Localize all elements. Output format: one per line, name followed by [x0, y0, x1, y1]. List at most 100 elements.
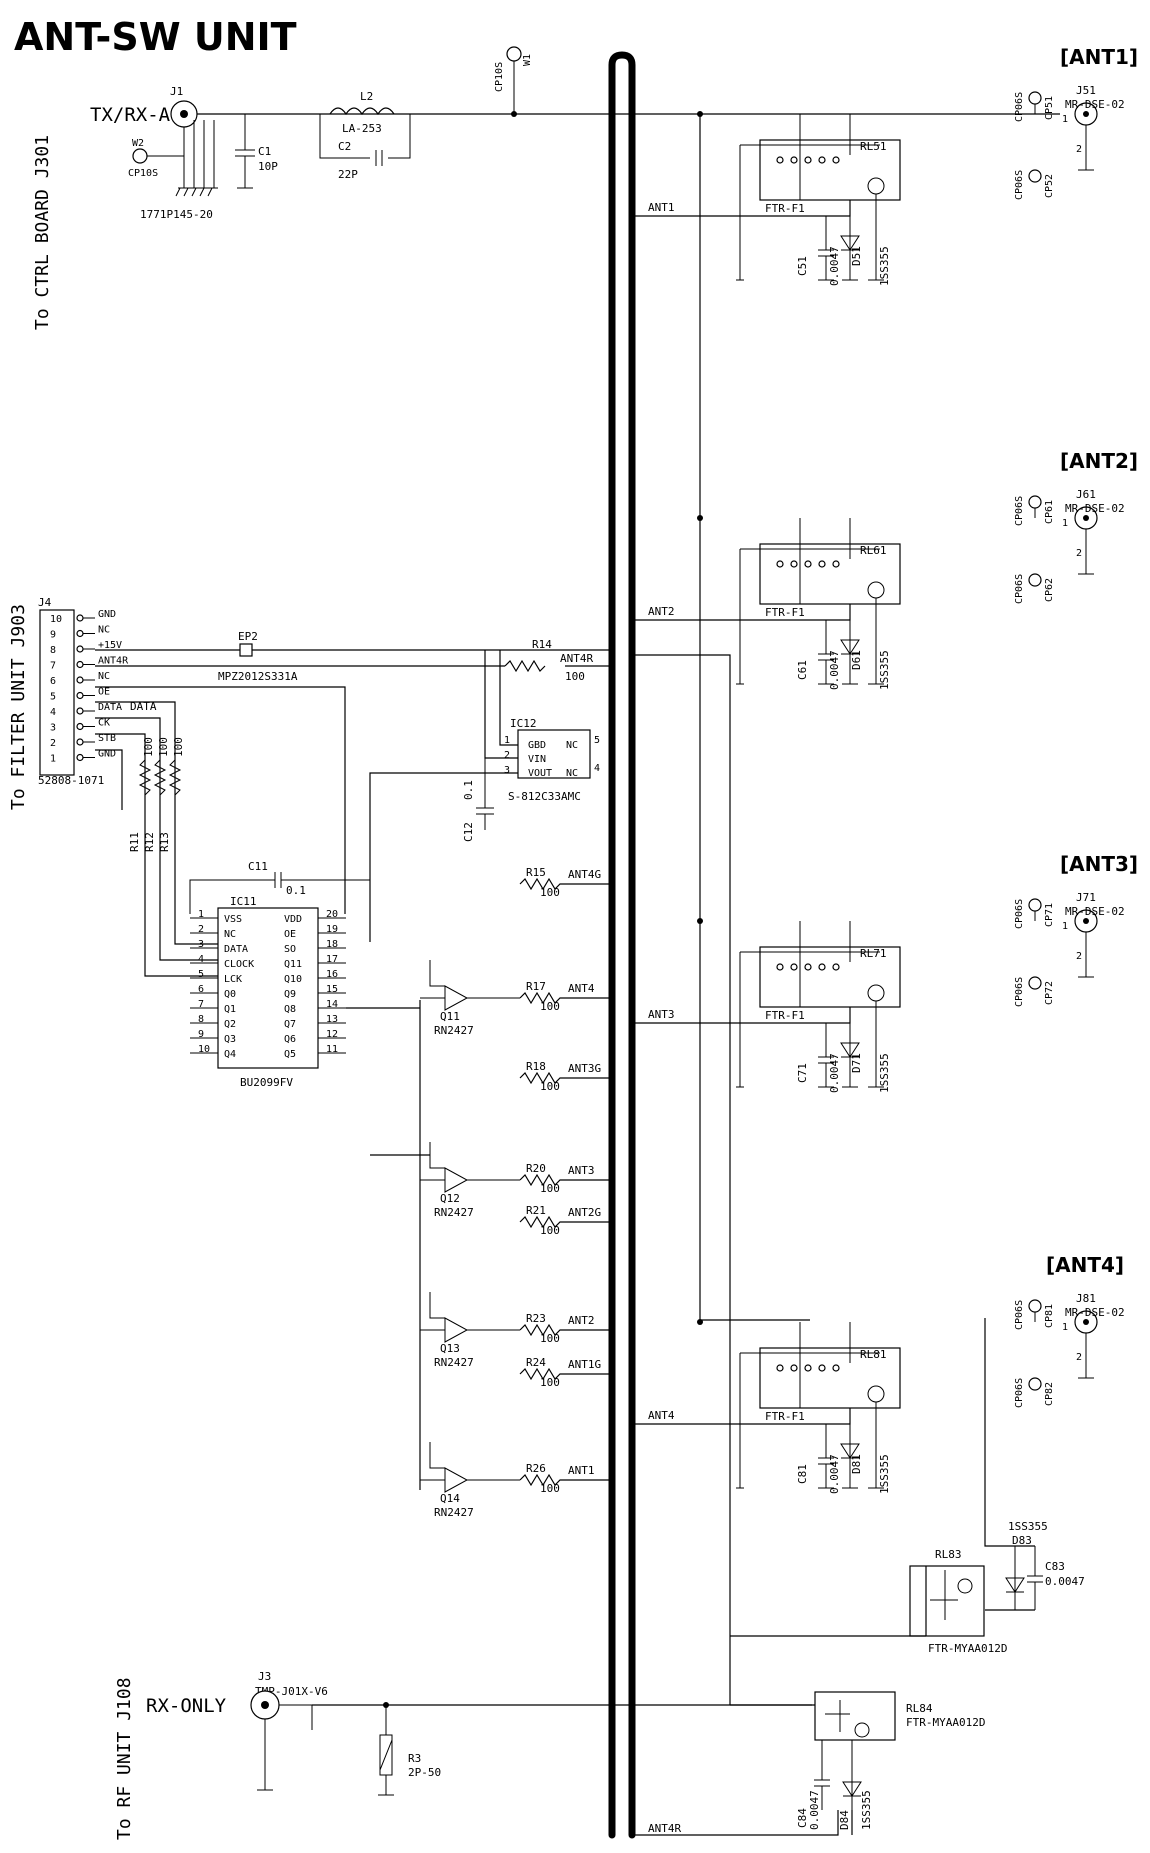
relay-ref: RL61 [860, 544, 887, 557]
svg-text:3: 3 [504, 765, 510, 776]
svg-text:15: 15 [326, 984, 338, 995]
ant4r-drop [632, 654, 731, 1636]
svg-text:7: 7 [50, 661, 56, 672]
svg-text:1: 1 [50, 754, 56, 765]
svg-text:11: 11 [326, 1044, 338, 1055]
svg-text:Q4: Q4 [224, 1049, 236, 1060]
antenna-header: [ANT2] [1060, 449, 1138, 473]
test-point-w2: W2 CP10S [128, 138, 184, 179]
svg-text:Q8: Q8 [284, 1004, 296, 1015]
svg-text:BU2099FV: BU2099FV [240, 1076, 293, 1089]
connector-j3: J3 TMP-J01X-V6 [250, 1670, 328, 1791]
svg-text:OE: OE [98, 687, 110, 698]
rl84-wiring [632, 1636, 853, 1836]
svg-text:ANT3: ANT3 [568, 1164, 595, 1177]
relay-ref: RL81 [860, 1348, 887, 1361]
jack-ref: J61 [1076, 488, 1096, 501]
relay-ref: RL71 [860, 947, 887, 960]
capacitor-c83: C83 0.0047 [1027, 1546, 1085, 1610]
svg-text:10: 10 [50, 614, 62, 625]
svg-text:Q7: Q7 [284, 1019, 296, 1030]
svg-text:ANT1: ANT1 [568, 1464, 595, 1477]
svg-text:Q11: Q11 [284, 959, 302, 970]
svg-text:CLOCK: CLOCK [224, 959, 254, 970]
svg-text:4: 4 [594, 763, 600, 774]
svg-text:1: 1 [1062, 518, 1068, 529]
jack-type: MR-DSE-02 [1065, 1306, 1125, 1319]
svg-text:0.1: 0.1 [462, 780, 475, 800]
svg-text:13: 13 [326, 1014, 338, 1025]
svg-text:IC12: IC12 [510, 717, 537, 730]
diode-d84: D84 1SS355 [838, 1740, 873, 1830]
svg-text:R15: R15 [526, 866, 546, 879]
cap-val: 0.0047 [828, 1454, 841, 1494]
svg-text:R26: R26 [526, 1462, 546, 1475]
svg-text:2: 2 [1076, 548, 1082, 559]
svg-text:3: 3 [50, 723, 56, 734]
j4-gnd-line [95, 749, 123, 810]
svg-text:20: 20 [326, 909, 338, 920]
svg-text:C83: C83 [1045, 1560, 1065, 1573]
svg-text:R13: R13 [158, 832, 171, 852]
svg-text:ANT4R: ANT4R [98, 656, 129, 667]
regulator-ic12: IC12 1 2 3 GBD VIN VOUT NC NC 5 4 S-812C… [369, 650, 600, 942]
capacitor-c1: C1 10P [235, 114, 278, 189]
relay-rl84: RL84 FTR-MYAA012D [814, 1691, 985, 1741]
svg-text:100: 100 [540, 1224, 560, 1237]
svg-text:100: 100 [172, 737, 185, 757]
svg-text:17: 17 [326, 954, 338, 965]
svg-text:NC: NC [98, 625, 110, 636]
antenna-header: [ANT1] [1060, 45, 1138, 69]
pullup-resistors: R11 R12 R13 100 100 100 [128, 737, 185, 852]
svg-text:CP06S: CP06S [1014, 1300, 1025, 1330]
svg-text:8: 8 [50, 645, 56, 656]
control-net-label: ANT4 [648, 1409, 675, 1422]
svg-text:ANT1G: ANT1G [568, 1358, 601, 1371]
svg-text:2: 2 [198, 924, 204, 935]
svg-text:R12: R12 [143, 832, 156, 852]
resistor-r3: R3 2P-50 [378, 1702, 441, 1796]
svg-text:NC: NC [98, 671, 110, 682]
svg-text:CP61: CP61 [1044, 500, 1055, 524]
svg-text:100: 100 [565, 670, 585, 683]
diode-type: 1SS355 [878, 1053, 891, 1093]
cap-val: 0.0047 [828, 650, 841, 690]
svg-text:RL83: RL83 [935, 1548, 962, 1561]
svg-text:9: 9 [50, 630, 56, 641]
svg-text:CP51: CP51 [1044, 96, 1055, 120]
svg-text:100: 100 [142, 737, 155, 757]
svg-text:ANT3G: ANT3G [568, 1062, 601, 1075]
svg-text:100: 100 [157, 737, 170, 757]
transistor-ref: Q13 [440, 1342, 460, 1355]
svg-text:C1: C1 [258, 145, 271, 158]
svg-text:CP81: CP81 [1044, 1304, 1055, 1328]
svg-text:R24: R24 [526, 1356, 546, 1369]
svg-text:LCK: LCK [224, 974, 242, 985]
svg-text:GBD: GBD [528, 740, 546, 751]
svg-text:FTR-MYAA012D: FTR-MYAA012D [928, 1642, 1007, 1655]
svg-text:6: 6 [50, 676, 56, 687]
diode-type: 1SS355 [878, 246, 891, 286]
svg-text:IC11: IC11 [230, 895, 257, 908]
svg-text:R17: R17 [526, 980, 546, 993]
svg-text:D84: D84 [838, 1810, 851, 1830]
relay-type: FTR-F1 [765, 1410, 805, 1423]
jack-ref: J81 [1076, 1292, 1096, 1305]
side-label-ctrl: To CTRL BOARD J301 [32, 135, 53, 330]
j4-stb-line [95, 733, 218, 977]
svg-text:NC: NC [566, 768, 578, 779]
svg-text:14: 14 [326, 999, 338, 1010]
j4-oe-line [95, 686, 346, 914]
svg-text:VDD: VDD [284, 914, 302, 925]
svg-text:Q5: Q5 [284, 1049, 296, 1060]
svg-text:1: 1 [1062, 1322, 1068, 1333]
transistor-ref: Q12 [440, 1192, 460, 1205]
relay-type: FTR-F1 [765, 606, 805, 619]
svg-text:CP06S: CP06S [1014, 92, 1025, 122]
